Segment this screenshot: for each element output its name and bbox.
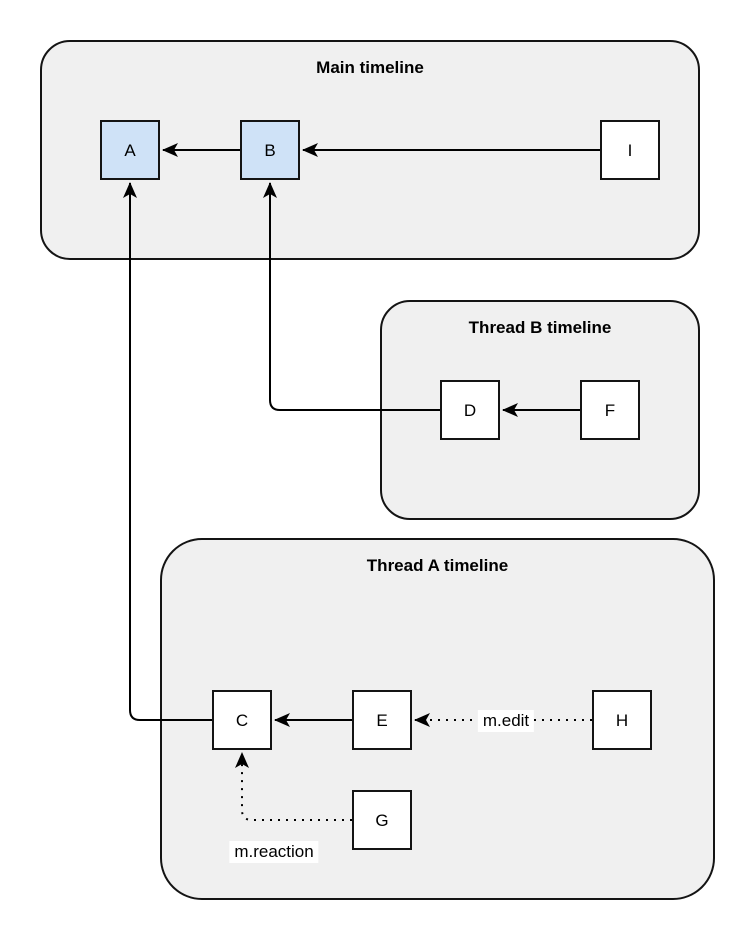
node-event-e: E [352, 690, 412, 750]
container-thread-b-timeline-title: Thread B timeline [468, 318, 612, 337]
container-main-timeline-title: Main timeline [316, 58, 424, 77]
node-event-g: G [352, 790, 412, 850]
node-event-b: B [240, 120, 300, 180]
container-thread-b-timeline: Thread B timeline [380, 300, 700, 520]
node-event-d: D [440, 380, 500, 440]
container-thread-a-timeline-title: Thread A timeline [366, 556, 509, 575]
node-event-i: I [600, 120, 660, 180]
node-event-c: C [212, 690, 272, 750]
node-event-f: F [580, 380, 640, 440]
edge-label-m-edit: m.edit [477, 710, 535, 732]
edge-label-m-reaction: m.reaction [229, 841, 319, 863]
node-event-h: H [592, 690, 652, 750]
node-event-a: A [100, 120, 160, 180]
